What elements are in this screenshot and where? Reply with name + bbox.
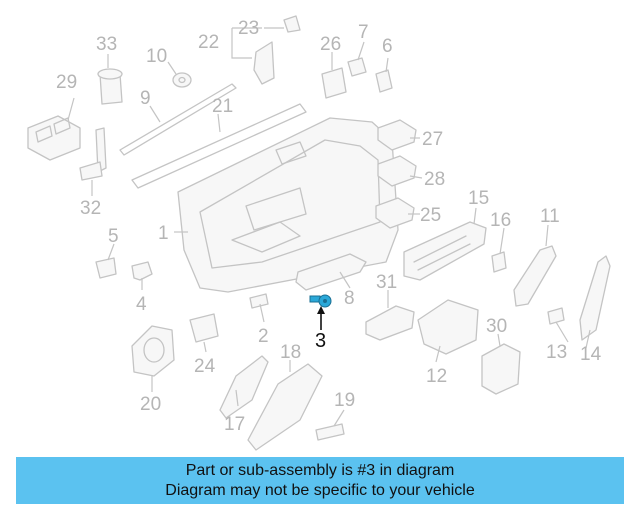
switch-28: [377, 155, 417, 187]
callout-23: 23: [238, 18, 259, 39]
callout-31: 31: [376, 272, 397, 293]
speaker-grille-18: [247, 363, 323, 451]
callout-21: 21: [212, 96, 233, 117]
switch-27: [377, 119, 417, 151]
callout-22: 22: [198, 32, 219, 53]
callout-20: 20: [140, 394, 161, 415]
switch-25: [375, 197, 415, 229]
callout-3: 3: [315, 330, 326, 352]
molding-strip: [119, 83, 237, 156]
part-drawings: [27, 15, 611, 451]
module-30: [481, 343, 521, 395]
switch-26: [321, 67, 347, 99]
fastener-5: [95, 257, 117, 279]
bracket-12: [417, 299, 479, 355]
callout-4: 4: [136, 294, 147, 315]
window-switch-29: [27, 115, 81, 161]
callout-labels: 1 2 3 4 5 6 7 8 9 10 11 12 13 14 15 16 1…: [56, 18, 602, 435]
callout-6: 6: [382, 36, 393, 57]
callout-14: 14: [580, 344, 602, 365]
callout-9: 9: [140, 88, 151, 109]
callout-11: 11: [540, 206, 560, 227]
callout-25: 25: [420, 205, 441, 226]
handle-31: [365, 305, 415, 341]
grommet-10: [172, 72, 192, 88]
callout-18: 18: [280, 342, 301, 363]
callout-30: 30: [486, 316, 507, 337]
callout-7: 7: [358, 22, 369, 43]
clip-16: [491, 251, 507, 273]
callout-8: 8: [344, 288, 355, 309]
parts-diagram: 1 2 3 4 5 6 7 8 9 10 11 12 13 14 15 16 1…: [27, 15, 611, 451]
clip-13: [547, 307, 565, 325]
trim-14: [579, 255, 611, 341]
cap-19: [315, 423, 345, 441]
spring-24: [189, 313, 219, 343]
callout-29: 29: [56, 72, 77, 93]
callout-12: 12: [426, 366, 447, 387]
callout-10: 10: [146, 46, 167, 67]
leader-lines: [67, 27, 591, 427]
callout-5: 5: [108, 226, 119, 247]
callout-24: 24: [194, 356, 216, 377]
callout-19: 19: [334, 390, 355, 411]
fastener-4: [131, 261, 153, 281]
clip-32: [95, 127, 107, 173]
speaker-grille-17: [219, 355, 269, 419]
clip-2: [249, 293, 269, 309]
armrest-trim-8: [295, 253, 367, 291]
switch-panel-15: [403, 221, 487, 281]
callout-17: 17: [224, 414, 245, 435]
banner-line-part-number: Part or sub-assembly is #3 in diagram: [185, 461, 455, 479]
clip-6: [375, 69, 393, 93]
callout-33: 33: [96, 34, 117, 55]
callout-26: 26: [320, 34, 341, 55]
callout-15: 15: [468, 188, 489, 209]
bracket-20: [131, 325, 175, 377]
callout-27: 27: [422, 129, 443, 150]
screw-23: [283, 15, 301, 33]
callout-32: 32: [80, 198, 101, 219]
callout-1: 1: [158, 223, 169, 244]
pull-handle-11: [513, 245, 557, 307]
callout-13: 13: [546, 342, 567, 363]
banner-line-disclaimer: Diagram may not be specific to your vehi…: [165, 481, 475, 499]
door-trim-panel: [177, 117, 399, 293]
info-banner: Part or sub-assembly is #3 in diagram Di…: [16, 457, 624, 504]
switch-7: [347, 57, 367, 77]
mirror-cover-22: [253, 41, 275, 85]
callout-16: 16: [490, 210, 511, 231]
screw-3-highlighted: [309, 294, 332, 308]
belt-weatherstrip: [131, 103, 307, 189]
callout-2: 2: [258, 326, 269, 347]
callout-28: 28: [424, 169, 445, 190]
